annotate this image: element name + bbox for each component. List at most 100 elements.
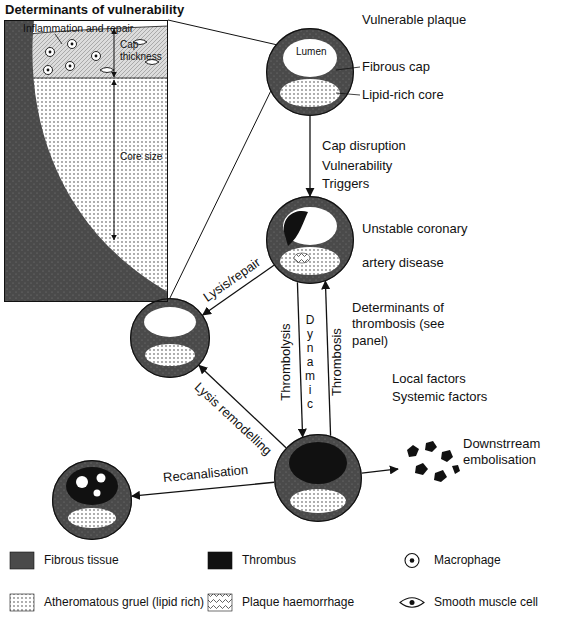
arrow-connector (132, 482, 274, 496)
legend-swatch (206, 592, 236, 614)
macrophage (92, 52, 101, 61)
lipid-pattern-swatch (10, 594, 34, 611)
legend-item: Thrombus (206, 550, 396, 572)
stage-label: Downstrream embolisation (463, 436, 573, 467)
macrophage (44, 66, 53, 75)
zoom-line (168, 68, 282, 302)
embolisation-group: Downstrream embolisation (398, 428, 575, 490)
plaque-haemorrhage (294, 253, 310, 263)
thrombus (289, 442, 347, 484)
circle-outline (53, 461, 132, 540)
nucleus (49, 51, 52, 54)
arrow-annotation: Triggers (322, 176, 369, 192)
stage-label: Unstable coronary artery disease (362, 212, 492, 280)
legend-swatch (10, 552, 34, 569)
plaque-cross-section: Vulnerable plaqueLumenFibrous capLipid-r… (266, 28, 354, 116)
circle-outline (52, 460, 132, 540)
dimension-label: Core size (120, 151, 168, 163)
fibrous-wall (266, 28, 354, 116)
legend-swatch (8, 550, 38, 572)
nucleus (47, 69, 50, 72)
thrombus (284, 211, 308, 246)
embolus (415, 463, 428, 475)
lipid-core (280, 247, 340, 275)
legend-item: Plaque haemorrhage (206, 592, 396, 614)
dimension-arrow (114, 80, 115, 240)
nucleus (71, 43, 74, 46)
legend-text: Atheromatous gruel (lipid rich) (44, 595, 204, 609)
circle-outline (275, 435, 362, 522)
recanalised-channel (97, 474, 106, 483)
embolus (425, 441, 437, 452)
legend-swatch (208, 552, 232, 569)
edge-label: Recanalisation (162, 462, 248, 486)
legend-item: Macrophage (398, 550, 580, 572)
thrombus (66, 467, 118, 505)
lipid-core (68, 508, 116, 528)
legend-item: Fibrous tissue (8, 550, 198, 572)
legend-text: Thrombus (242, 553, 296, 567)
smooth-muscle-cell (100, 68, 114, 73)
arrow-connector (297, 282, 302, 437)
smooth-muscle-symbol (410, 600, 415, 605)
note: Local factors (392, 371, 466, 387)
stage-heading: Vulnerable plaque (362, 12, 522, 28)
embolus (407, 445, 419, 457)
repaired-plaque-art (130, 298, 210, 378)
dimension-label: Cap thickness (120, 39, 168, 63)
fibrous-wall-texture (266, 28, 354, 116)
arrow-annotation: Dynamic (304, 313, 316, 411)
fibrous-wall-texture (130, 298, 210, 378)
occluded-plaque-art (274, 434, 362, 522)
lumen (283, 207, 337, 245)
inset-panel: Determinants of vulnerabilityInflammatio… (4, 20, 168, 302)
circle-outline (274, 434, 362, 522)
lipid-core (280, 79, 340, 107)
fibrous-wall (266, 196, 354, 284)
circle-outline (267, 29, 354, 116)
edge-label: Lysis/repair (200, 255, 263, 306)
arrow-connector (309, 116, 310, 196)
nucleus (95, 55, 98, 58)
arrow-connector (362, 469, 398, 473)
macrophage (46, 48, 55, 57)
macrophage (68, 40, 77, 49)
macrophage (66, 62, 75, 71)
haemorrhage-pattern-swatch (208, 594, 232, 611)
legend-item: Atheromatous gruel (lipid rich) (8, 592, 198, 614)
legend-text: Macrophage (434, 553, 501, 567)
leader-line (55, 34, 62, 44)
part-label: Lumen (296, 46, 336, 58)
edge-label: Thrombosis (329, 328, 345, 396)
edge-label: Lysis remodelling (191, 379, 275, 459)
embolus (452, 465, 460, 474)
vulnerable-plaque-art (266, 28, 360, 116)
unstable-plaque-art (266, 196, 354, 284)
smooth-muscle-symbol (400, 598, 424, 608)
panel-heading: Determinants of vulnerability (5, 2, 245, 18)
legend-text: Fibrous tissue (44, 553, 119, 567)
arrow-annotation: Vulnerability (322, 158, 392, 174)
embolus (434, 470, 447, 482)
nucleus (69, 65, 72, 68)
note: Systemic factors (392, 389, 487, 405)
circle-outline (267, 197, 354, 284)
plaque-cross-section (130, 298, 210, 378)
lipid-core (145, 344, 195, 366)
fibrous-wall-texture (274, 434, 362, 522)
recanalised-plaque-art (52, 460, 132, 540)
circle-outline (130, 298, 210, 378)
leader-line (336, 67, 360, 70)
plaque-cross-section: Unstable coronary artery disease (266, 196, 354, 284)
plaque-wall-section (4, 20, 168, 302)
legend-swatch (398, 592, 428, 614)
legend-item: Smooth muscle cell (398, 592, 580, 614)
note: Determinants of thrombosis (see panel) (352, 300, 448, 349)
circle-outline (266, 28, 354, 116)
macrophage-nuclei (47, 43, 98, 72)
circle-outline (266, 196, 354, 284)
macrophage-symbol (410, 558, 415, 563)
fibrous-wall (274, 434, 362, 522)
